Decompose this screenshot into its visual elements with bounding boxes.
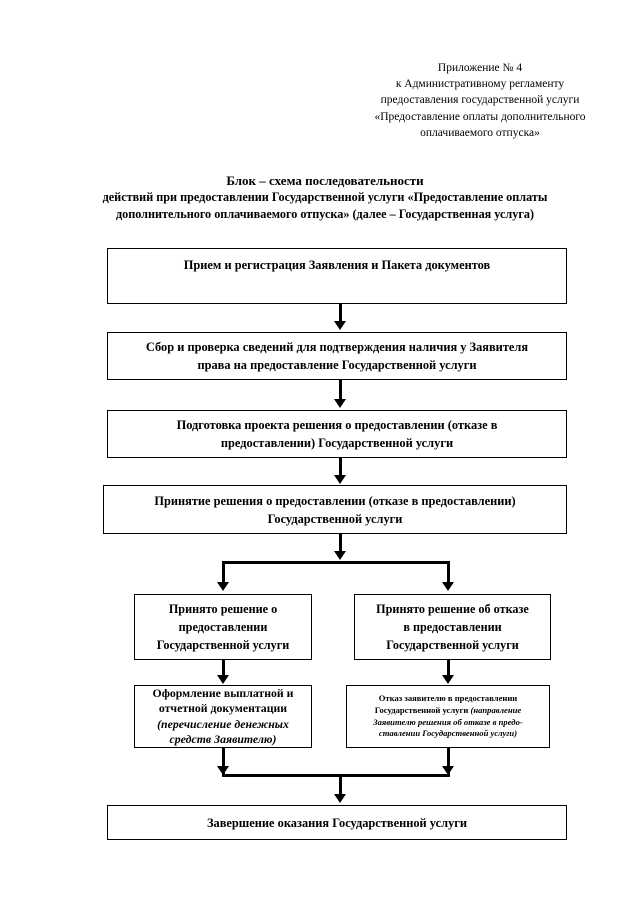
flow-node-approved-line-3: Государственной услуги [156,638,290,652]
flow-node-verify-line-2: права на предоставление Государственной … [197,358,477,372]
flow-node-draft-line-1: Подготовка проекта решения о предоставле… [176,418,498,432]
connector-draft-decision [339,458,342,477]
header-line-3: предоставления государственной услуги [380,94,580,107]
split-bar [222,561,450,564]
arrowhead-intake-verify [334,321,346,330]
connector-approved-payment [222,660,225,677]
arrowhead-payment-merge [217,766,229,775]
flow-node-payment-line-1: Оформление выплатной и [152,685,294,700]
arrowhead-approved-payment [217,675,229,684]
flow-node-payment-line-3: (перечисление денежных [157,716,289,731]
header-line-2: к Административному регламенту [395,78,565,91]
flow-node-intake-line-1: Прием и регистрация Заявления и Пакета д… [183,258,491,272]
arrowhead-verify-draft [334,399,346,408]
appendix-header: Приложение № 4 к Административному регла… [330,60,630,141]
flow-node-intake: Прием и регистрация Заявления и Пакета д… [107,248,567,304]
connector-rejected-refusal [447,660,450,677]
flow-node-decision-line-1: Принятие решения о предоставлении (отказ… [154,493,516,508]
header-line-4: «Предоставление оплаты дополнительного [374,110,586,123]
arrowhead-rejected-refusal [442,675,454,684]
flow-node-refusal-line-2-italic: (направление [470,704,522,715]
flow-node-rejected-line-1: Принято решение об отказе [376,602,529,616]
flow-node-rejected-line-3: Государственной услуги [386,638,519,652]
connector-split-approved [222,561,225,584]
flow-node-refusal-line-2-bold: Государственной услуги [374,704,471,715]
header-line-1: Приложение № 4 [437,62,523,74]
flow-node-refusal-line-4: ставлении Государственной услуги) [378,728,518,739]
header-line-5: оплачиваемого отпуска» [420,126,540,139]
flow-node-payment-line-2: отчетной документации [158,701,288,715]
connector-decision-split [339,534,342,554]
flow-node-approved: Принято решение о предоставлении Государ… [134,594,312,660]
flow-node-draft-line-2: предоставлении) Государственной услуги [220,436,454,450]
connector-payment-merge [222,748,225,774]
connector-refusal-merge [447,748,450,774]
title-line-2: действий при предоставлении Государствен… [102,190,548,204]
arrowhead-draft-decision [334,475,346,484]
flow-node-payment-documents: Оформление выплатной и отчетной документ… [134,685,312,748]
arrowhead-decision-split [334,551,346,560]
arrowhead-split-rejected [442,582,454,591]
title-line-1: Блок – схема последовательности [226,173,424,188]
flow-node-refusal-line-3: Заявителю решения об отказе в предо- [373,716,523,727]
flow-node-refusal-line-1: Отказ заявителю в предоставлении [378,693,518,704]
connector-merge-finish [339,774,342,796]
flow-node-refusal-line-2: Государственной услуги (направление [353,705,543,717]
flow-node-draft-decision: Подготовка проекта решения о предоставле… [107,410,567,458]
flow-node-decision-line-2: Государственной услуги [267,511,403,526]
flow-node-payment-line-4: средств Заявителю) [169,732,277,746]
flow-node-refusal-notice: Отказ заявителю в предоставлении Государ… [346,685,550,748]
arrowhead-refusal-merge [442,766,454,775]
flow-node-finish-line-1: Завершение оказания Государственной услу… [206,815,468,830]
flow-node-rejected-line-2: в предоставлении [403,620,502,634]
flow-node-verify: Сбор и проверка сведений для подтвержден… [107,332,567,380]
connector-intake-verify [339,304,342,323]
connector-verify-draft [339,380,342,401]
flow-node-approved-line-2: предоставлении [178,620,268,634]
flow-node-decision: Принятие решения о предоставлении (отказ… [103,485,567,534]
title-line-3: дополнительного оплачиваемого отпуска» (… [115,207,535,221]
flow-node-finish: Завершение оказания Государственной услу… [107,805,567,840]
flow-node-approved-line-1: Принято решение о [168,602,278,616]
arrowhead-split-approved [217,582,229,591]
arrowhead-merge-finish [334,794,346,803]
merge-bar [222,774,450,777]
page-title: Блок – схема последовательности действий… [60,172,590,223]
connector-split-rejected [447,561,450,584]
flow-node-verify-line-1: Сбор и проверка сведений для подтвержден… [145,340,529,354]
flow-node-rejected: Принято решение об отказе в предоставлен… [354,594,551,660]
